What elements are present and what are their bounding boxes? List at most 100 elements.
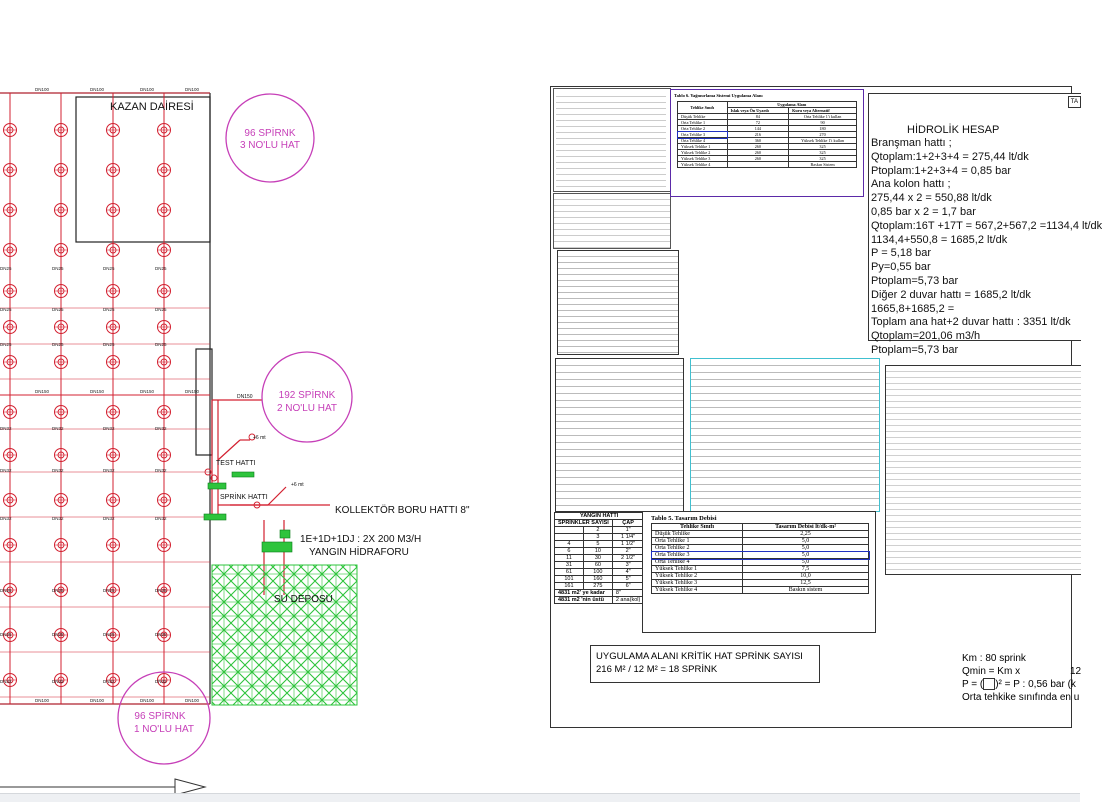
bubble-2-line2: 2 NO'LU HAT (277, 403, 337, 414)
sprinkler-head-icon (106, 355, 120, 369)
hidrolik-line: Ptoplam=5,73 bar (871, 343, 959, 356)
hidrolik-line: Diğer 2 duvar hattı = 1685,2 lt/dk (871, 288, 1031, 301)
table-cell: 2 1/2" (611, 554, 645, 562)
sprinkler-head-icon (54, 583, 68, 597)
sprinkler-head-icon (54, 673, 68, 687)
table-row: Yüksek Tehlike 4 Baskın Sistem (677, 161, 857, 168)
pipe-size-label: DN32 (0, 679, 12, 684)
hidrolik-line: 1665,8+1685,2 = (871, 302, 955, 315)
table-cell: Baskın Sistem (788, 161, 857, 168)
km-line3: P = ()² = P : 0,56 bar (k (962, 678, 1076, 691)
table-cell: 2,25 (742, 530, 869, 538)
sprinkler-head-icon (157, 493, 171, 507)
table-cell: 2 ana(kol) (611, 596, 645, 604)
sprinkler-head-icon (157, 203, 171, 217)
table-cell: 10,0 (742, 572, 869, 580)
sprinkler-head-icon (157, 405, 171, 419)
sprinkler-head-icon (106, 203, 120, 217)
table-cell (554, 526, 584, 534)
table6-box: Tablo 6. Yağmurlama Sistemi Uygulama Ala… (670, 89, 864, 197)
table-cell: Düşük Tehlike (650, 530, 744, 538)
pipe-size-label: DN25 (155, 588, 167, 593)
pipe-size-label: DN100 (140, 87, 155, 92)
sprinkler-head-icon (3, 284, 17, 298)
pipe-size-label: DN100 (140, 698, 155, 703)
table-cell: 60 (582, 561, 613, 569)
sprinkler-head-icon (106, 284, 120, 298)
hidrolik-lines: Branşman hattı ;Qtoplam:1+2+3+4 = 275,44… (871, 137, 1102, 358)
test-valve-symbols (204, 433, 261, 509)
sprinkler-head-icon (3, 355, 17, 369)
hidrolik-title: HİDROLİK HESAP (907, 124, 1000, 136)
table-cell: Orta Tehlike 2 (650, 544, 744, 552)
bubble-1-line1: 96 SPİRNK (134, 709, 185, 722)
pipe-size-label: DN32 (103, 468, 115, 473)
sprinkler-head-icon (3, 320, 17, 334)
hidrolik-line: Ptoplam:1+2+3+4 = 0,85 bar (871, 164, 1012, 177)
table-cell: 161 (554, 582, 584, 590)
table-cell: Yüksek Tehlike 4 (677, 161, 728, 168)
table-cell: 5,0 (742, 537, 869, 545)
hidrolik-line: Ana kolon hattı ; (871, 178, 951, 191)
pipe-size-label: DN100 (185, 698, 200, 703)
hidrolik-line: P = 5,18 bar (871, 247, 932, 260)
pipe-size-label: DN150 (35, 389, 50, 394)
yangin-h1: SPRİNKLER SAYISI (554, 519, 613, 527)
kritik-line1: UYGULAMA ALANI KRİTİK HAT SPRİNK SAYISI (596, 651, 803, 662)
plus6-label-a: +6 mt (253, 435, 266, 441)
pipe-size-label: DN25 (52, 588, 64, 593)
pipe-size-label: DN100 (90, 87, 105, 92)
sprinkler-head-icon (54, 493, 68, 507)
hidrolik-line: Toplam ana hat+2 duvar hattı : 3351 lt/d… (871, 316, 1071, 329)
pipe-size-label: DN100 (35, 698, 50, 703)
sprinkler-head-icon (3, 163, 17, 177)
sprinkler-head-icon (106, 583, 120, 597)
table5-col2: Tasarım Debisi lt/dk-m² (742, 523, 869, 531)
sprinkler-head-icon (3, 203, 17, 217)
sprinkler-head-icon (54, 405, 68, 419)
sprinkler-head-icon (54, 243, 68, 257)
table-cell: 30 (582, 554, 613, 562)
table-cell: Yüksek Tehlike 3 (650, 579, 744, 587)
sprinkler-head-icon (54, 203, 68, 217)
table-cell: 5,0 (742, 558, 869, 566)
plus6-label-b: +6 mt (291, 482, 304, 488)
pipe-size-label: DN32 (52, 679, 64, 684)
hidrofor-line2: YANGIN HİDRAFORU (309, 545, 409, 558)
table-cell: 100 (582, 568, 613, 576)
table5-col1: Tehlike Sınıfı (650, 523, 744, 531)
pipe-size-label: DN25 (0, 588, 12, 593)
pipe-size-label: DN25 (0, 307, 12, 312)
hidrolik-line: Branşman hattı ; (871, 137, 952, 149)
pipe-size-label: DN25 (103, 632, 115, 637)
sprinkler-head-icon (157, 538, 171, 552)
table-cell: 4831 m2' ye kadar (554, 589, 613, 597)
pipe-size-label: DN25 (103, 307, 115, 312)
table-cell: 61 (554, 568, 584, 576)
test-hatti-label: TEST HATTI (216, 460, 255, 467)
sprinkler-head-icon (157, 628, 171, 642)
pipe-size-label: DN25 (155, 342, 167, 347)
sprinkler-head-icon (157, 673, 171, 687)
table-cell: 8" (611, 589, 645, 597)
km-line1: Km : 80 sprink (962, 653, 1026, 664)
sprinkler-head-icon (157, 583, 171, 597)
table-cell: 275 (582, 582, 613, 590)
sprinkler-head-icon (157, 320, 171, 334)
table-cell: 101 (554, 575, 584, 583)
pipe-size-label: DN25 (52, 266, 64, 271)
kritik-box: UYGULAMA ALANI KRİTİK HAT SPRİNK SAYISI … (590, 645, 820, 683)
pipe-size-label: DN100 (35, 87, 50, 92)
table-block-e (690, 358, 880, 512)
